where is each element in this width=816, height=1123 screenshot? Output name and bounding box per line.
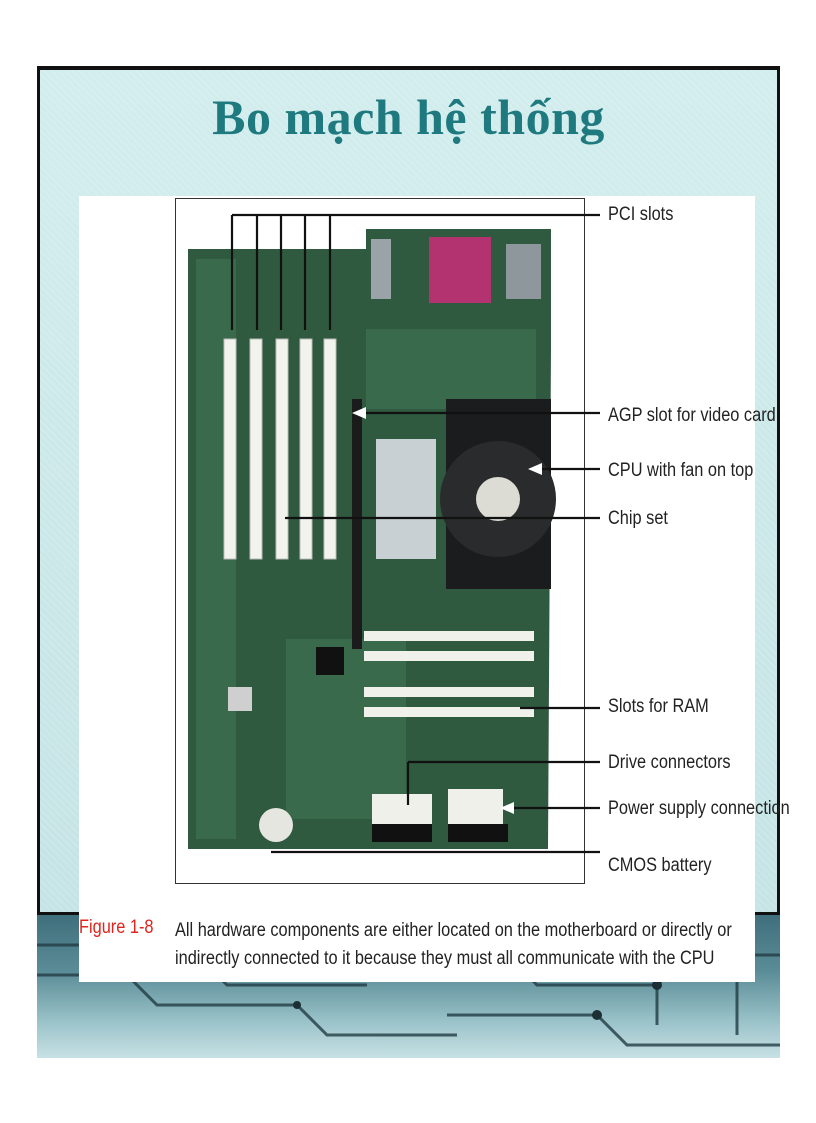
label-chip-set: Chip set (608, 508, 668, 529)
slide-title: Bo mạch hệ thống (212, 89, 605, 145)
label-pci-slots: PCI slots (608, 204, 674, 225)
label-drive-connectors: Drive connectors (608, 752, 731, 773)
label-cpu-fan: CPU with fan on top (608, 460, 754, 481)
label-cmos-battery: CMOS battery (608, 855, 712, 876)
figure-caption: All hardware components are either locat… (175, 920, 732, 969)
label-agp-slot: AGP slot for video card (608, 405, 776, 426)
motherboard-photo (175, 198, 585, 884)
figure-number: Figure 1-8 (79, 917, 154, 938)
label-ram-slots: Slots for RAM (608, 696, 709, 717)
motherboard-image (176, 199, 584, 883)
label-power-supply: Power supply connection (608, 798, 790, 819)
